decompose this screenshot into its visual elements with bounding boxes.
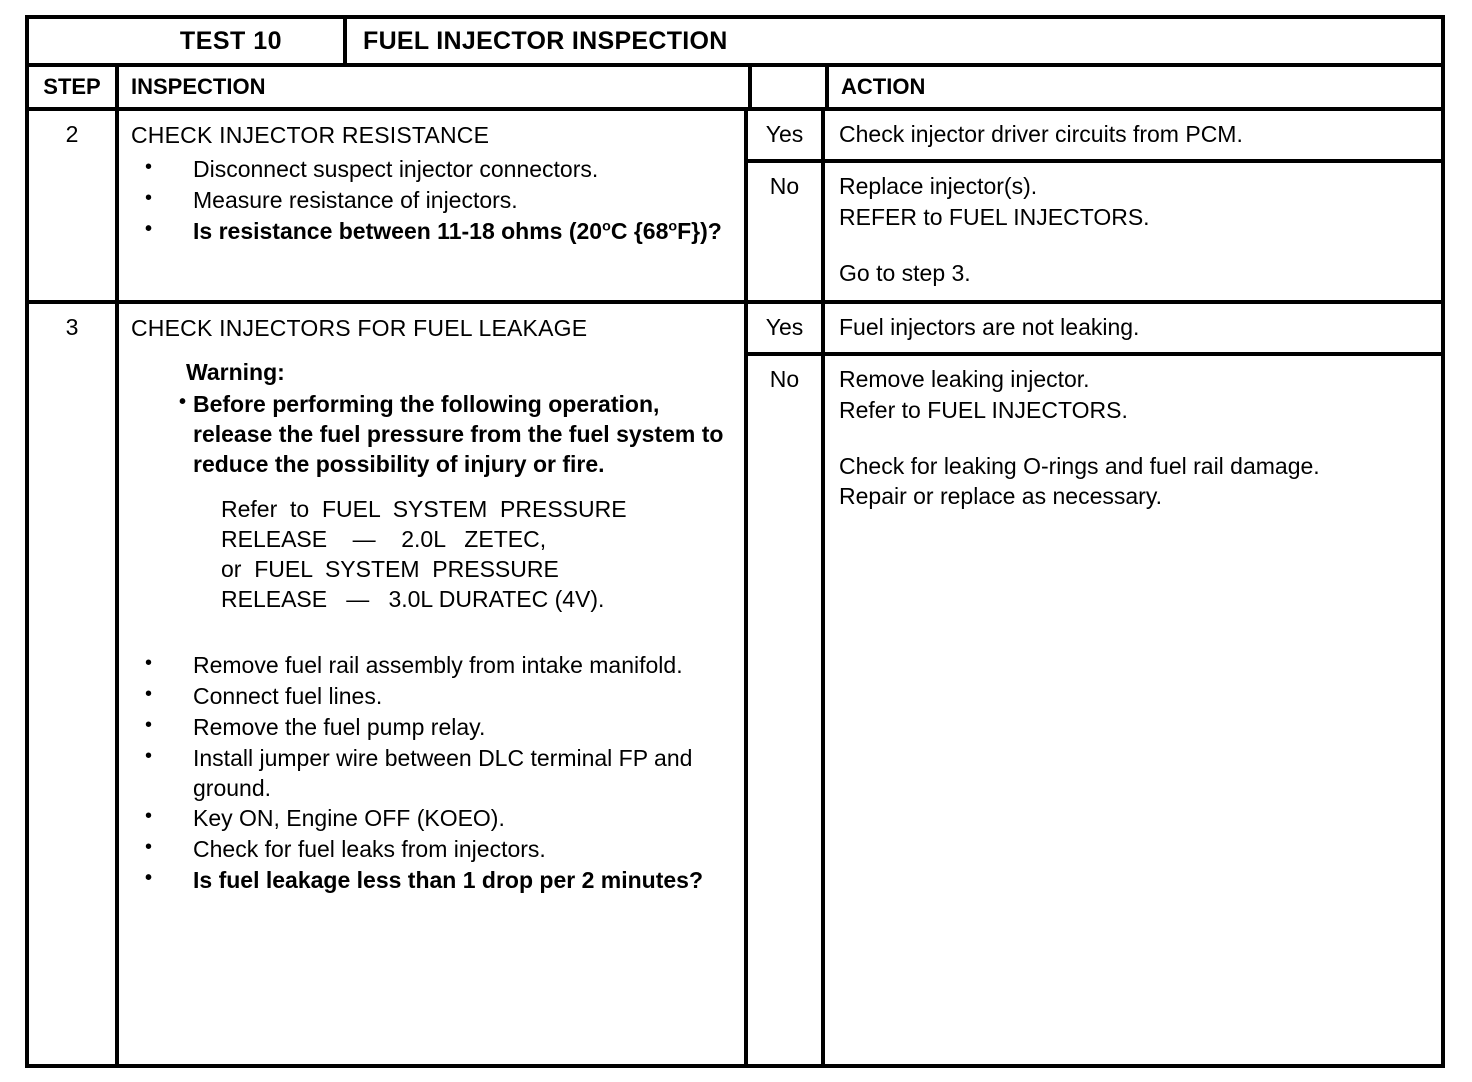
action-text-yes-step-2: Check injector driver circuits from PCM. (839, 121, 1243, 147)
action-cell-step-2: Yes Check injector driver circuits from … (748, 111, 1441, 300)
answer-label-yes-step-2: Yes (748, 111, 825, 160)
title-left-spacer (29, 19, 119, 63)
warning-text: Before performing the following operatio… (131, 389, 734, 480)
action-no-block-step-2: No Replace injector(s). REFER to FUEL IN… (748, 163, 1441, 300)
action-line: REFER to FUEL INJECTORS. (839, 203, 1150, 230)
inspection-bullet-list-step-3: Remove fuel rail assembly from intake ma… (131, 650, 734, 896)
inspection-cell-step-3: CHECK INJECTORS FOR FUEL LEAKAGE Warning… (119, 304, 748, 1064)
refer-line: or FUEL SYSTEM PRESSURE (221, 556, 559, 583)
refer-line: Refer to FUEL SYSTEM PRESSURE (221, 496, 627, 523)
list-item: Connect fuel lines. (131, 681, 734, 712)
table-row-step-2: 2 CHECK INJECTOR RESISTANCE Disconnect s… (29, 111, 1441, 304)
inspection-title-step-3: CHECK INJECTORS FOR FUEL LEAKAGE (131, 315, 588, 341)
list-item: Key ON, Engine OFF (KOEO). (131, 803, 734, 834)
column-header-inspection: INSPECTION (119, 67, 752, 107)
test-number-label: TEST 10 (119, 19, 347, 63)
warning-bullet-list: Before performing the following operatio… (131, 389, 734, 480)
list-item: Measure resistance of injectors. (131, 185, 734, 216)
action-yes-block-step-2: Yes Check injector driver circuits from … (748, 111, 1441, 164)
question-unit-fahrenheit: F})? (677, 217, 722, 244)
action-spacer (839, 232, 1431, 258)
list-item: Check for fuel leaks from injectors. (131, 834, 734, 865)
refer-pressure-release-paragraph: Refer to FUEL SYSTEM PRESSURE RELEASE — … (221, 495, 731, 615)
action-yes-block-step-3: Yes Fuel injectors are not leaking. (748, 304, 1441, 357)
inspection-question-step-2: Is resistance between 11-18 ohms (20oC {… (131, 216, 734, 247)
answer-label-no-step-3: No (748, 356, 825, 1064)
list-item: Install jumper wire between DLC terminal… (131, 743, 734, 804)
table-row-step-3: 3 CHECK INJECTORS FOR FUEL LEAKAGE Warni… (29, 304, 1441, 1064)
question-text-part-1: Is resistance between 11-18 ohms (20 (193, 217, 603, 244)
column-header-answer-spacer (752, 67, 829, 107)
table-title-row: TEST 10 FUEL INJECTOR INSPECTION (29, 19, 1441, 67)
column-header-step: STEP (29, 67, 119, 107)
warning-heading: Warning: (186, 358, 285, 385)
list-item: Remove the fuel pump relay. (131, 712, 734, 743)
action-text-yes-step-3: Fuel injectors are not leaking. (839, 314, 1140, 340)
answer-label-yes-step-3: Yes (748, 304, 825, 353)
refer-line: RELEASE — 2.0L ZETEC, (221, 526, 547, 553)
test-title-label: FUEL INJECTOR INSPECTION (363, 26, 728, 55)
inspection-spacer (131, 615, 734, 651)
action-no-block-step-3: No Remove leaking injector. Refer to FUE… (748, 356, 1441, 1064)
inspection-question-step-3: Is fuel leakage less than 1 drop per 2 m… (131, 865, 734, 896)
step-number-2: 2 (29, 111, 119, 300)
column-header-action: ACTION (841, 74, 926, 99)
action-line: Check for leaking O-rings and fuel rail … (839, 453, 1320, 480)
action-cell-step-3: Yes Fuel injectors are not leaking. No R… (748, 304, 1441, 1064)
step-number-3: 3 (29, 304, 119, 1064)
diagnostic-table: TEST 10 FUEL INJECTOR INSPECTION STEP IN… (25, 15, 1445, 1068)
action-text-no-step-2: Replace injector(s). REFER to FUEL INJEC… (825, 163, 1441, 300)
table-column-header-row: STEP INSPECTION ACTION (29, 67, 1441, 111)
action-line: Replace injector(s). (839, 173, 1038, 200)
inspection-cell-step-2: CHECK INJECTOR RESISTANCE Disconnect sus… (119, 111, 748, 300)
action-spacer (839, 425, 1431, 451)
list-item: Remove fuel rail assembly from intake ma… (131, 650, 734, 681)
answer-label-no-step-2: No (748, 163, 825, 300)
action-line: Remove leaking injector. (839, 366, 1090, 393)
inspection-bullet-list-step-2: Disconnect suspect injector connectors. … (131, 154, 734, 247)
question-unit-celsius: C (610, 217, 628, 244)
degree-symbol-fahrenheit: o (668, 218, 678, 235)
action-line: Repair or replace as necessary. (839, 483, 1162, 510)
question-text-part-2: {68 (627, 217, 669, 244)
action-line: Refer to FUEL INJECTORS. (839, 396, 1128, 423)
action-line: Go to step 3. (839, 260, 971, 287)
list-item: Disconnect suspect injector connectors. (131, 154, 734, 185)
action-text-no-step-3: Remove leaking injector. Refer to FUEL I… (825, 356, 1441, 1064)
inspection-title-step-2: CHECK INJECTOR RESISTANCE (131, 122, 490, 148)
degree-symbol-celsius: o (602, 218, 611, 235)
refer-line: RELEASE — 3.0L DURATEC (4V). (221, 586, 605, 613)
